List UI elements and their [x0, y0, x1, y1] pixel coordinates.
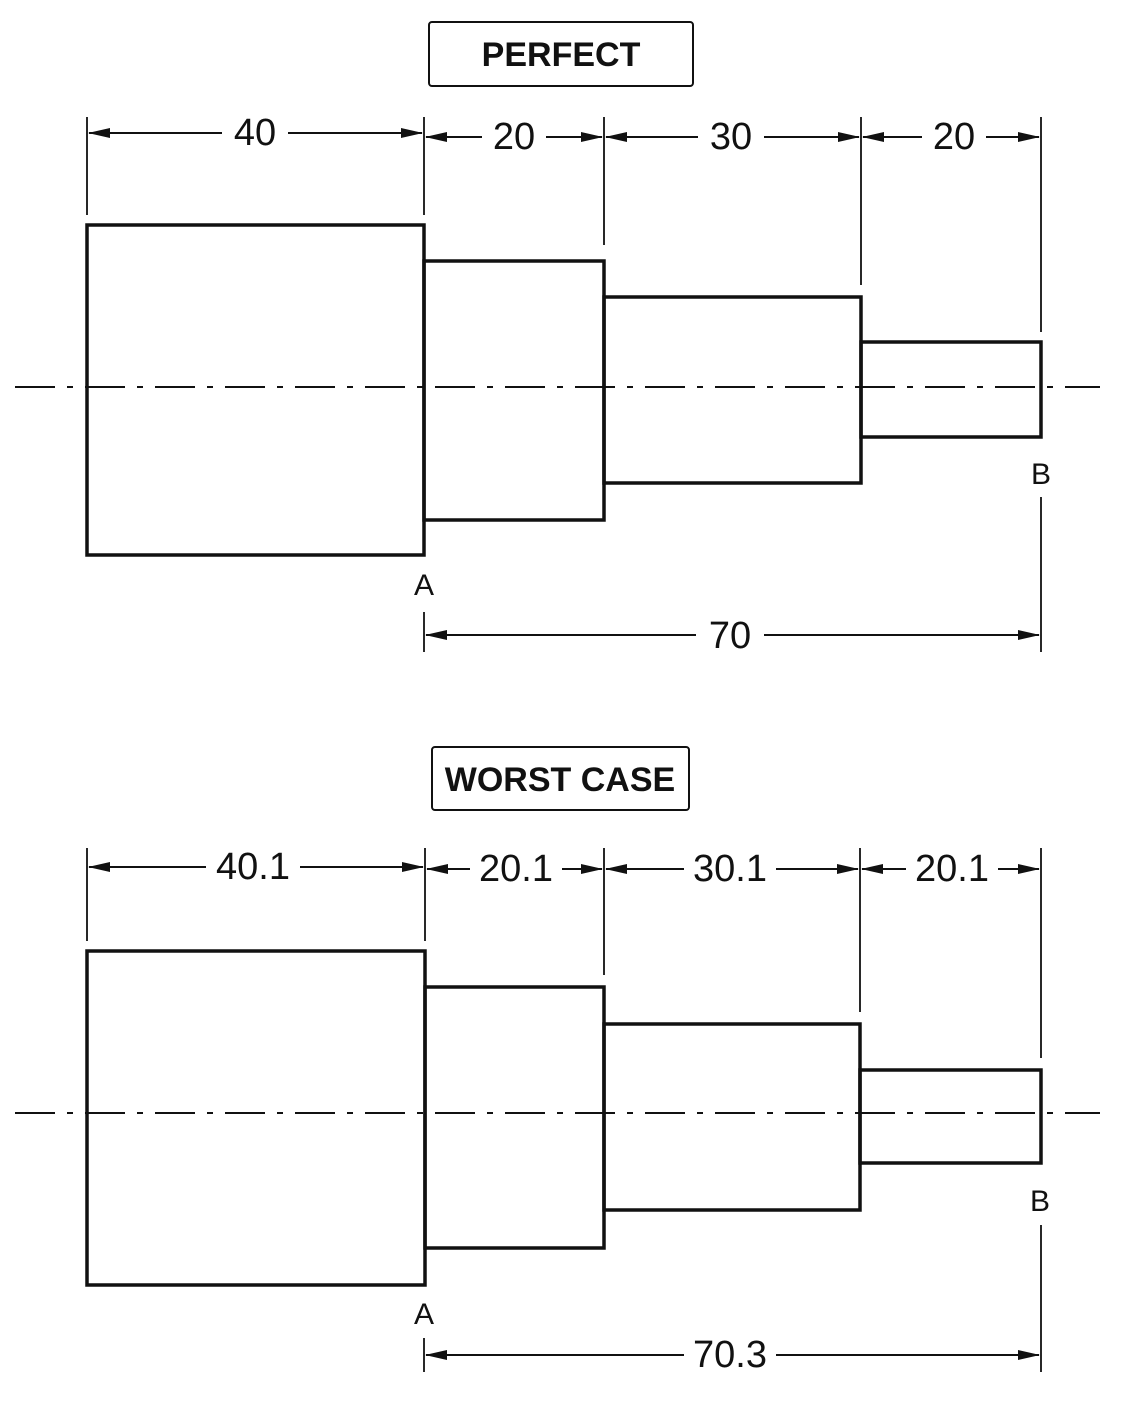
dim-label: 70 — [709, 615, 751, 657]
step-3-perfect — [602, 295, 863, 485]
dim-step-4-perfect: 20 — [862, 116, 1040, 158]
point-b-label: B — [1031, 458, 1051, 491]
dim-step-3-perfect: 30 — [605, 116, 860, 158]
dim-label: 20.1 — [479, 848, 553, 890]
dim-label: 70.3 — [693, 1334, 767, 1376]
dim-step-1-perfect: 40 — [88, 112, 423, 154]
dim-step-4-worst: 20.1 — [861, 848, 1040, 890]
dim-step-3-worst: 30.1 — [605, 848, 859, 890]
step-4-perfect — [859, 340, 1043, 439]
dim-label: 20.1 — [915, 848, 989, 890]
view-worst-case: WORST CASE 40.1 20.1 — [15, 746, 1100, 1376]
step-2-perfect — [422, 259, 606, 522]
step-4-worst — [858, 1068, 1043, 1165]
step-2-worst — [423, 985, 606, 1250]
step-3-worst — [602, 1022, 862, 1212]
dim-label: 30 — [710, 116, 752, 158]
title-worst: WORST CASE — [445, 761, 675, 799]
title-box-perfect — [428, 21, 694, 87]
view-perfect: PERFECT 40 20 — [15, 21, 1100, 657]
point-b-label: B — [1030, 1185, 1050, 1218]
dim-step-1-worst: 40.1 — [88, 846, 424, 888]
step-1-perfect — [85, 223, 426, 557]
point-a-label: A — [414, 1298, 434, 1331]
dim-label: 20 — [493, 116, 535, 158]
dim-step-2-perfect: 20 — [425, 116, 603, 158]
dim-overall-perfect: 70 — [425, 615, 1040, 657]
point-a-label: A — [414, 569, 434, 602]
dim-label: 40 — [234, 112, 276, 154]
title-box-worst — [431, 746, 690, 811]
dim-overall-worst: 70.3 — [425, 1334, 1040, 1376]
dim-label: 20 — [933, 116, 975, 158]
dim-label: 30.1 — [693, 848, 767, 890]
step-1-worst — [85, 949, 427, 1287]
dim-label: 40.1 — [216, 846, 290, 888]
title-perfect: PERFECT — [482, 36, 641, 74]
dim-step-2-worst: 20.1 — [426, 848, 603, 890]
